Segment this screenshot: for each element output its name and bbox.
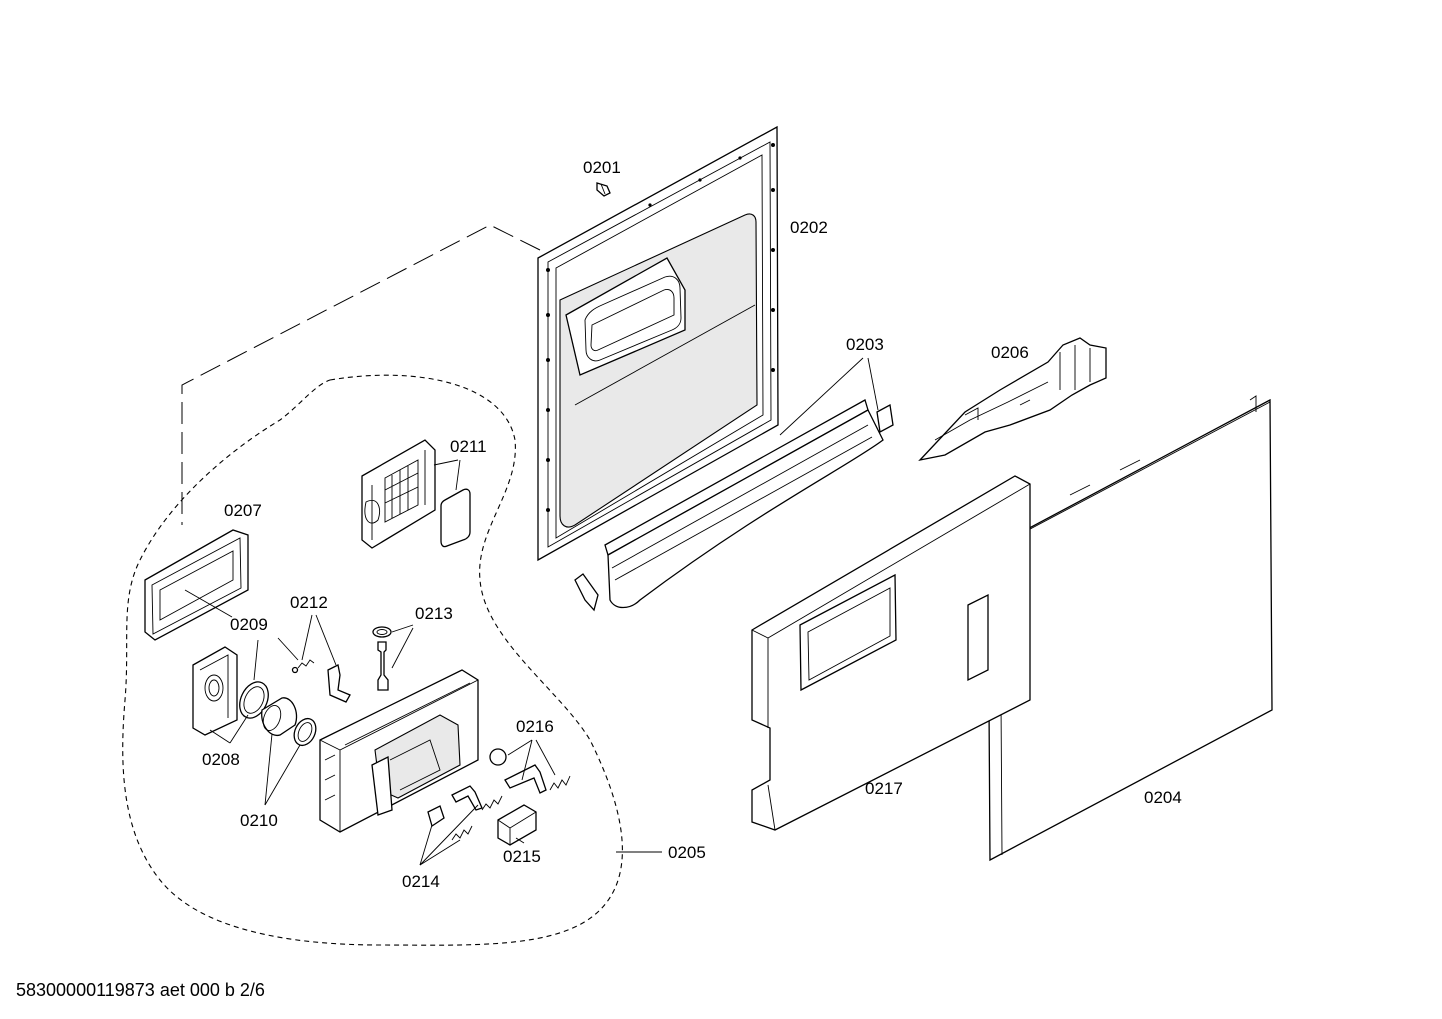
part-0205-dosing-module — [319, 669, 479, 833]
label-0202: 0202 — [790, 218, 828, 237]
label-0213: 0213 — [415, 604, 453, 623]
document-reference: 58300000119873 aet 000 b 2/6 — [16, 980, 265, 1000]
part-0203-handle-strip — [574, 399, 894, 612]
label-0212: 0212 — [290, 593, 328, 612]
label-0215: 0215 — [503, 847, 541, 866]
assembly-link-line — [181, 224, 541, 525]
label-0204: 0204 — [1144, 788, 1182, 807]
part-0204-outer-door — [987, 395, 1273, 862]
label-0217: 0217 — [865, 779, 903, 798]
part-0214-springs — [427, 785, 503, 841]
part-0208-bracket — [192, 646, 238, 736]
label-0211: 0211 — [450, 437, 487, 456]
label-0206: 0206 — [991, 343, 1029, 362]
part-0212-spring-lever — [291, 659, 351, 703]
assembly-0205-boundary — [122, 374, 623, 946]
part-0216-parts — [489, 748, 571, 794]
label-0201: 0201 — [583, 158, 621, 177]
label-0209: 0209 — [230, 615, 268, 634]
leader-lines — [184, 357, 879, 866]
label-0208: 0208 — [202, 750, 240, 769]
part-0210-fitting — [261, 697, 317, 747]
part-0207-frame — [144, 529, 249, 641]
label-0207: 0207 — [224, 501, 262, 520]
label-0210: 0210 — [240, 811, 278, 830]
part-0213-valve — [372, 626, 392, 691]
part-0209-seal-ring — [239, 681, 269, 719]
part-0206-hinge-bracket — [918, 337, 1107, 462]
label-0216: 0216 — [516, 717, 554, 736]
part-0202-inner-door — [537, 125, 779, 562]
part-0211-vent-cover — [361, 439, 471, 549]
label-0203: 0203 — [846, 335, 884, 354]
part-0215-switch — [497, 804, 537, 846]
part-0201-screw — [596, 182, 611, 197]
part-0217-decor-panel — [751, 475, 1031, 831]
label-0205: 0205 — [668, 843, 706, 862]
label-0214: 0214 — [402, 872, 440, 891]
